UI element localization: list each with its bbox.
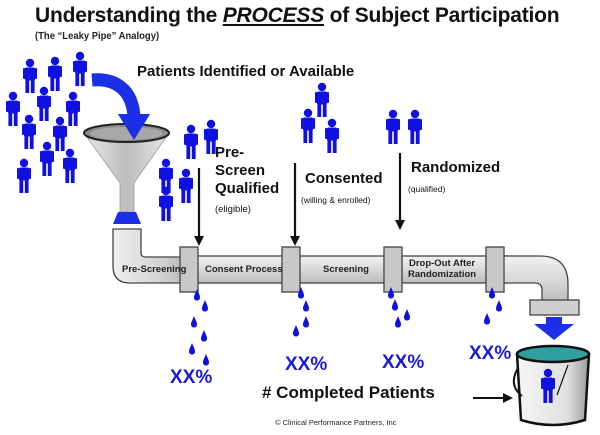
arrow-down-icon (395, 153, 405, 230)
stage-label-prescreen-line1: Pre- (215, 144, 245, 161)
pipe-segment-dropout: Drop-Out After Randomization (408, 258, 476, 280)
pipe-segment-prescreening: Pre-Screening (122, 264, 187, 275)
leak-drops (189, 287, 502, 366)
stage-prescreen: Pre- Screen Qualified (eligible) (215, 144, 279, 215)
person-icon (184, 124, 198, 159)
person-icon (17, 158, 31, 193)
stage-arrows (194, 153, 405, 246)
stage-label-identified: Patients Identified or Available (137, 63, 355, 80)
page-title: Understanding the PROCESS of Subject Par… (35, 4, 560, 28)
person-icon (315, 82, 329, 117)
person-icon (23, 58, 37, 93)
stage-note-randomized: (qualified) (408, 184, 446, 194)
person-icon (301, 108, 315, 143)
person-icon (408, 109, 422, 144)
copyright-notice: © Clinical Performance Partners, Inc (275, 418, 397, 427)
leak-percent-prescreening: XX% (170, 367, 213, 388)
water-drop-icon (201, 330, 207, 342)
completed-patients-label: # Completed Patients (262, 383, 435, 402)
stage-note-prescreen: (eligible) (215, 204, 251, 215)
person-icon (63, 148, 77, 183)
water-drop-icon (496, 300, 502, 312)
person-icon (48, 56, 62, 91)
person-icon (325, 118, 339, 153)
page-subtitle: (The “Leaky Pipe” Analogy) (35, 30, 160, 42)
crowd-people-icons (6, 51, 87, 193)
stage-note-consented: (willing & enrolled) (301, 195, 371, 205)
pipe-segment-dropout-line2: Randomization (408, 269, 477, 280)
pipe-segment-screening: Screening (323, 264, 369, 275)
person-icon (73, 51, 87, 86)
water-drop-icon (293, 325, 299, 337)
title-emphasis: PROCESS (222, 4, 325, 27)
leak-percent-consent: XX% (285, 354, 328, 375)
arrow-down-icon (290, 163, 300, 246)
pipe-segment-consent-process: Consent Process (205, 264, 283, 275)
person-icon (6, 91, 20, 126)
person-icon (37, 86, 51, 121)
water-drop-icon (392, 299, 398, 311)
person-icon (40, 141, 54, 176)
person-icon (159, 186, 173, 221)
water-drop-icon (202, 300, 208, 312)
person-icon (66, 91, 80, 126)
water-drop-icon (404, 309, 410, 321)
arrow-down-icon (194, 168, 204, 246)
leak-percent-screening: XX% (382, 352, 425, 373)
water-drop-icon (395, 316, 401, 328)
stage-label-randomized: Randomized (411, 159, 501, 176)
person-icon (179, 168, 193, 203)
consented-people-icons (301, 82, 339, 153)
water-drop-icon (484, 313, 490, 325)
arrow-right-icon (473, 393, 513, 403)
randomized-people-icons (386, 109, 422, 144)
title-prefix: Understanding the (35, 4, 223, 27)
stage-label-prescreen-line2: Screen (215, 162, 266, 179)
pipe-segment-dropout-line1: Drop-Out After (408, 258, 476, 269)
stage-label-prescreen-line3: Qualified (215, 180, 280, 197)
water-drop-icon (203, 354, 209, 366)
bucket-icon (512, 344, 591, 427)
funnel-icon (83, 114, 170, 224)
leaky-pipe (112, 228, 580, 316)
leak-percent-dropout: XX% (469, 343, 512, 364)
water-drop-icon (189, 343, 195, 355)
water-drop-icon (303, 300, 309, 312)
water-drop-icon (191, 316, 197, 328)
outflow-arrow-icon (534, 317, 574, 340)
person-icon (22, 114, 36, 149)
water-drop-icon (303, 316, 309, 328)
stage-label-consented: Consented (305, 170, 383, 187)
person-icon (53, 116, 67, 151)
title-suffix: of Subject Participation (324, 4, 560, 27)
person-icon (386, 109, 400, 144)
